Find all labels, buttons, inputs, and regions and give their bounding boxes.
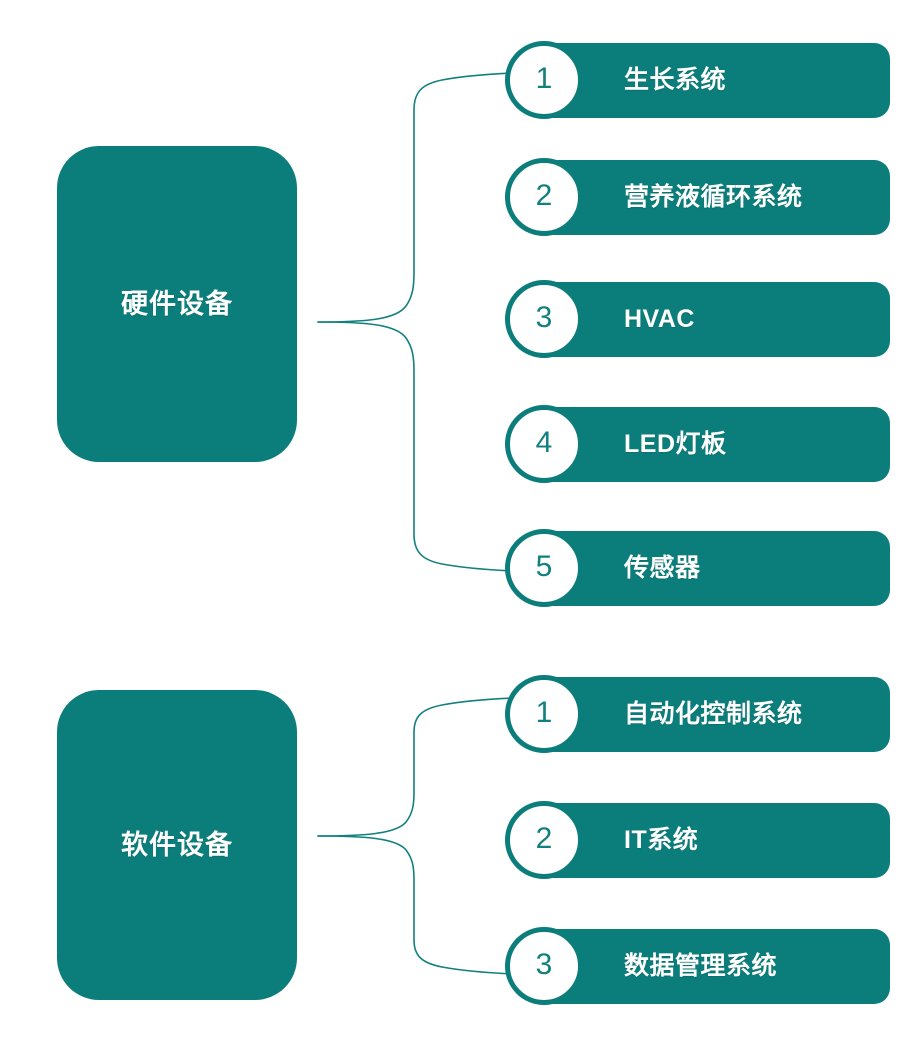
item-number: 5 bbox=[535, 550, 553, 583]
item-label: HVAC bbox=[624, 305, 695, 333]
item-label: 营养液循环系统 bbox=[624, 183, 803, 211]
item-bar[interactable]: 自动化控制系统 bbox=[528, 677, 890, 752]
item-bar[interactable]: 传感器 bbox=[528, 531, 890, 606]
item-number-badge: 3 bbox=[505, 927, 583, 1005]
group-label-hardware: 硬件设备 bbox=[121, 288, 233, 319]
item-number-badge: 2 bbox=[505, 158, 583, 236]
item-label: IT系统 bbox=[624, 826, 699, 854]
item-number-badge: 4 bbox=[505, 405, 583, 483]
item-label: 传感器 bbox=[624, 554, 701, 582]
item-number: 2 bbox=[535, 179, 553, 212]
item-label: LED灯板 bbox=[624, 430, 727, 458]
item-number: 4 bbox=[535, 426, 553, 459]
item-bar[interactable]: 生长系统 bbox=[528, 43, 890, 118]
item-number-badge: 1 bbox=[505, 41, 583, 119]
group-box-hardware[interactable]: 硬件设备 bbox=[57, 146, 297, 462]
brace-connector-hardware bbox=[317, 72, 515, 572]
item-number-badge: 5 bbox=[505, 529, 583, 607]
item-number: 1 bbox=[535, 696, 553, 729]
item-bar[interactable]: 数据管理系统 bbox=[528, 929, 890, 1004]
item-bar[interactable]: 营养液循环系统 bbox=[528, 160, 890, 235]
item-number-badge: 1 bbox=[505, 675, 583, 753]
item-number: 3 bbox=[535, 948, 553, 981]
item-bar[interactable]: HVAC bbox=[528, 282, 890, 357]
group-box-software[interactable]: 软件设备 bbox=[57, 690, 297, 1000]
item-number-badge: 3 bbox=[505, 280, 583, 358]
item-label: 自动化控制系统 bbox=[624, 700, 803, 728]
item-label: 生长系统 bbox=[624, 66, 727, 94]
item-number: 1 bbox=[535, 62, 553, 95]
item-number: 2 bbox=[535, 822, 553, 855]
item-bar[interactable]: IT系统 bbox=[528, 803, 890, 878]
group-label-software: 软件设备 bbox=[121, 829, 233, 860]
item-label: 数据管理系统 bbox=[624, 952, 778, 980]
item-bar[interactable]: LED灯板 bbox=[528, 407, 890, 482]
brace-connector-software bbox=[317, 697, 515, 975]
item-number-badge: 2 bbox=[505, 801, 583, 879]
item-number: 3 bbox=[535, 301, 553, 334]
